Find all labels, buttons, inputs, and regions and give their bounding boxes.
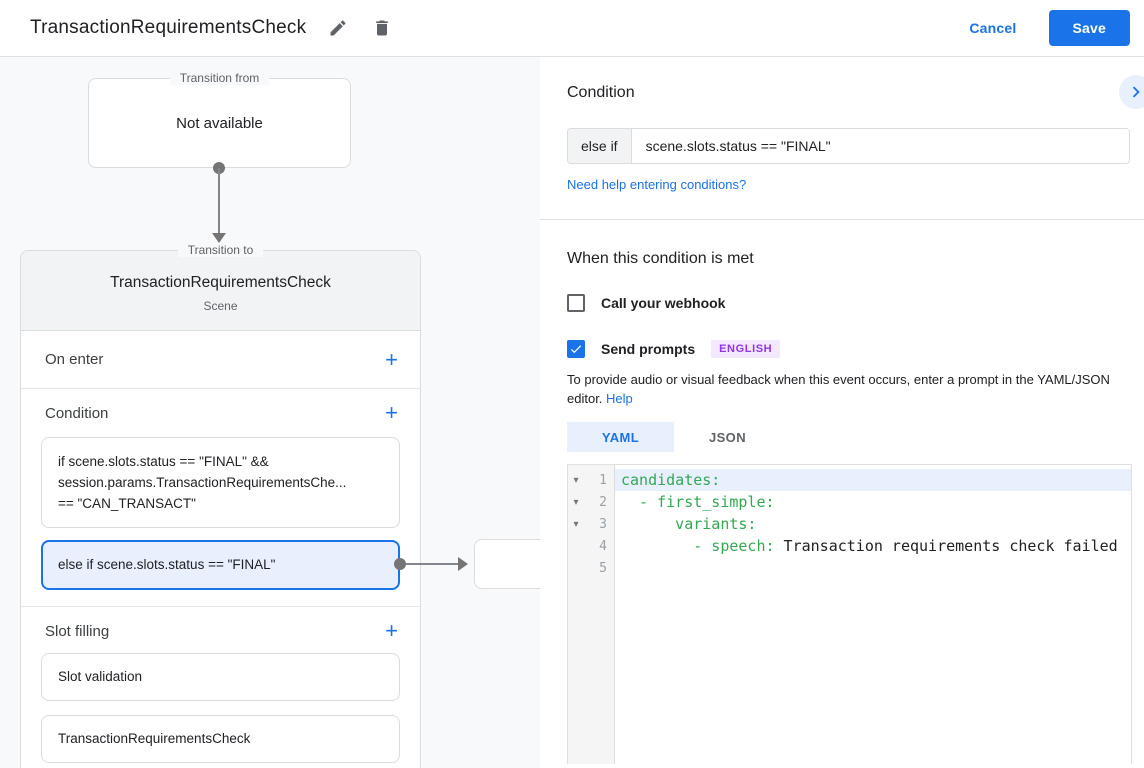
fold-toggle-icon[interactable]: ▾ (573, 518, 579, 530)
transition-connector (212, 162, 226, 243)
code-segment-key: variants: (621, 515, 757, 533)
tab-json[interactable]: JSON (708, 429, 746, 445)
transition-from-node[interactable]: Transition from Not available (88, 71, 351, 168)
slot-filling-item[interactable]: TransactionRequirementsCheck (41, 715, 400, 763)
line-number: 5 (599, 560, 607, 576)
connector-arrowhead-icon (212, 233, 226, 243)
condition-section: Condition + if scene.slots.status == "FI… (21, 389, 420, 607)
condition-input-group: else if (567, 128, 1130, 164)
on-enter-row[interactable]: On enter + (21, 331, 420, 389)
code-line[interactable] (615, 557, 1131, 579)
call-webhook-row: Call your webhook (567, 294, 1144, 312)
code-line[interactable]: candidates: (615, 469, 1131, 491)
check-icon (570, 345, 582, 354)
fold-toggle-icon[interactable]: ▾ (573, 474, 579, 486)
top-bar: TransactionRequirementsCheck Cancel Save (0, 0, 1144, 57)
editor-gutter: ▾ 1 ▾ 2 ▾ 3 4 5 (568, 465, 615, 764)
code-line[interactable]: - speech: Transaction requirements check… (615, 535, 1131, 557)
condition-expression-input[interactable] (631, 129, 1129, 163)
prompts-description-text: To provide audio or visual feedback when… (567, 372, 1110, 406)
code-line[interactable]: variants: (615, 513, 1131, 535)
prompt-code-editor: ▾ 1 ▾ 2 ▾ 3 4 5 candidates: - first_simple: var… (567, 464, 1132, 764)
condition-editor-panel: Condition else if Need help entering con… (540, 57, 1144, 768)
condition-section-label: Condition (45, 404, 109, 422)
collapse-panel-button[interactable] (1119, 75, 1144, 109)
editor-code[interactable]: candidates: - first_simple: variants: - … (615, 465, 1131, 764)
connector-line (406, 563, 458, 565)
on-enter-label: On enter (45, 351, 104, 368)
transition-from-content: Not available (176, 114, 263, 132)
else-if-prefix: else if (568, 129, 632, 163)
slot-filling-label: Slot filling (45, 622, 110, 640)
transition-to-label: Transition to (177, 243, 264, 257)
code-line[interactable]: - first_simple: (615, 491, 1131, 513)
code-segment-key: - first_simple: (621, 493, 775, 511)
connector-dot (394, 558, 406, 570)
code-segment-plain: Transaction requirements check failed (774, 537, 1118, 555)
transition-target-node[interactable] (474, 539, 540, 589)
call-webhook-checkbox[interactable] (567, 294, 585, 312)
section-divider (540, 219, 1144, 220)
send-prompts-checkbox[interactable] (567, 340, 585, 358)
line-number: 1 (599, 472, 607, 488)
scene-diagram-canvas: Transition from Not available Transition… (0, 57, 540, 768)
slot-filling-section: Slot filling + Slot validation Transacti… (21, 607, 420, 768)
fold-toggle-icon[interactable]: ▾ (573, 496, 579, 508)
panel-title: Condition (567, 84, 635, 101)
edit-button[interactable] (326, 16, 350, 40)
cancel-button[interactable]: Cancel (953, 12, 1032, 44)
conditions-help-link[interactable]: Need help entering conditions? (567, 177, 747, 192)
prompts-description: To provide audio or visual feedback when… (567, 370, 1135, 408)
scene-node-header[interactable]: TransactionRequirementsCheck Scene (21, 251, 420, 331)
code-segment-key: - speech: (621, 537, 775, 555)
language-badge: ENGLISH (711, 340, 781, 358)
help-link[interactable]: Help (606, 391, 633, 406)
editor-format-tabs: YAML JSON (567, 422, 1144, 452)
tab-yaml[interactable]: YAML (567, 422, 674, 452)
when-condition-met-title: When this condition is met (567, 250, 754, 267)
connector-line (218, 168, 220, 233)
scene-node-subtitle: Scene (203, 299, 238, 313)
add-icon[interactable]: + (385, 400, 398, 425)
condition-item-selected[interactable]: else if scene.slots.status == "FINAL" (41, 540, 400, 590)
page-title: TransactionRequirementsCheck (30, 17, 307, 38)
code-segment-key: candidates: (621, 471, 721, 489)
line-number: 3 (599, 516, 607, 532)
slot-filling-item[interactable]: Slot validation (41, 653, 400, 701)
line-number: 2 (599, 494, 607, 510)
line-number: 4 (599, 538, 607, 554)
condition-item[interactable]: if scene.slots.status == "FINAL" && sess… (41, 437, 400, 528)
transition-from-label: Transition from (169, 71, 270, 85)
send-prompts-label: Send prompts (601, 341, 696, 357)
call-webhook-label: Call your webhook (601, 295, 726, 311)
save-button[interactable]: Save (1048, 10, 1130, 46)
send-prompts-row: Send prompts ENGLISH (567, 340, 1144, 358)
pencil-icon (330, 20, 346, 36)
connector-arrowhead-icon (458, 557, 468, 571)
chevron-right-icon (1132, 86, 1140, 98)
add-icon[interactable]: + (385, 618, 398, 643)
trash-icon (376, 20, 389, 36)
delete-button[interactable] (370, 16, 394, 40)
scene-node-title: TransactionRequirementsCheck (110, 274, 331, 291)
add-icon[interactable]: + (385, 346, 398, 372)
scene-node[interactable]: Transition to TransactionRequirementsChe… (20, 243, 421, 768)
